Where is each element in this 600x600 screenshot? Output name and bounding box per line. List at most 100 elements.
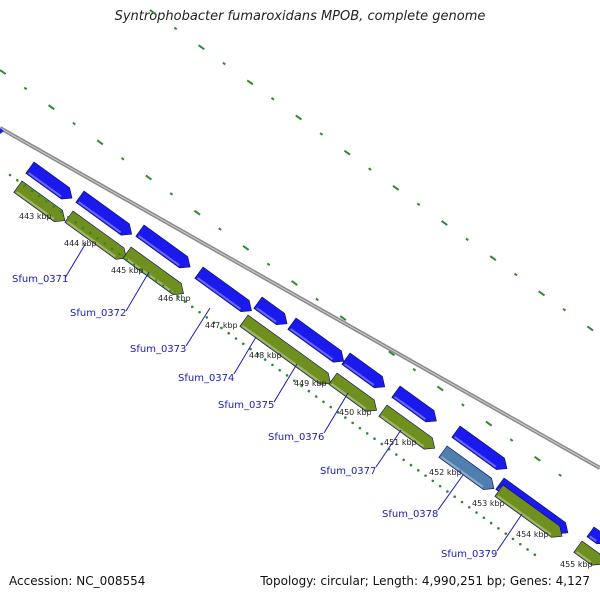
scale-dot bbox=[271, 363, 274, 367]
outer-ring-tick bbox=[48, 104, 55, 111]
gene-arrow-reverse bbox=[13, 180, 66, 222]
gene-label-leader bbox=[496, 513, 523, 552]
scale-dot bbox=[482, 516, 486, 520]
scale-dot bbox=[344, 416, 347, 419]
scale-dot bbox=[314, 395, 318, 398]
scale-dot bbox=[212, 321, 216, 324]
genome-backbone bbox=[0, 126, 600, 470]
scale-dot bbox=[59, 210, 63, 214]
gene-label: Sfum_0374 bbox=[178, 373, 234, 384]
gene-arrow-forward-shine bbox=[28, 172, 62, 198]
kbp-tick-label: 447 kbp bbox=[205, 321, 238, 330]
scale-dot bbox=[467, 505, 471, 509]
outer-ring-tick bbox=[72, 121, 76, 126]
outer-ring-tick bbox=[169, 192, 174, 196]
scale-dot bbox=[45, 200, 48, 203]
gene-arrow-reverse-shine bbox=[576, 551, 592, 564]
scale-dot bbox=[329, 405, 333, 409]
gene-arrow-forward-shine bbox=[138, 235, 180, 267]
scale-dot bbox=[475, 511, 478, 514]
outer-ring-tick bbox=[295, 114, 303, 121]
outer-ring-tick bbox=[392, 184, 400, 191]
scale-dot bbox=[351, 421, 354, 425]
gene-arrow-forward bbox=[135, 224, 191, 269]
outer-ring-tick bbox=[412, 368, 417, 372]
scale-dot bbox=[241, 342, 245, 346]
scale-dot bbox=[519, 542, 522, 546]
outer-ring-tick bbox=[558, 473, 562, 477]
scale-dot bbox=[278, 368, 282, 372]
kbp-tick-label: 443 kbp bbox=[19, 212, 52, 221]
gene-arrow-reverse-shine bbox=[497, 495, 552, 536]
kbp-tick-label: 445 kbp bbox=[111, 266, 144, 275]
outer-ring-tick bbox=[562, 308, 567, 312]
gene-arrow-reverse bbox=[573, 540, 600, 566]
scale-dot bbox=[511, 537, 515, 541]
scale-dot bbox=[30, 189, 34, 193]
outer-ring-tick bbox=[222, 61, 226, 66]
scale-dot bbox=[438, 484, 442, 488]
scale-dot bbox=[256, 353, 260, 356]
outer-ring-tick bbox=[242, 244, 250, 251]
outer-ring-tick bbox=[270, 97, 275, 101]
scale-dot bbox=[380, 442, 384, 446]
outer-ring-tick bbox=[218, 227, 222, 231]
gene-arrow-highlight-shine bbox=[441, 456, 484, 488]
gene-label-leader bbox=[375, 429, 402, 468]
scale-dot bbox=[227, 331, 230, 335]
scale-dot bbox=[52, 205, 56, 208]
gene-arrow-reverse bbox=[122, 246, 184, 295]
gene-label: Sfum_0378 bbox=[382, 509, 438, 520]
outer-ring-tick bbox=[149, 9, 157, 15]
scale-dot bbox=[409, 463, 413, 467]
gene-arrow-reverse-shine bbox=[16, 191, 55, 220]
outer-ring-tick bbox=[461, 403, 465, 407]
gene-arrow-forward-shine bbox=[78, 201, 122, 234]
outer-ring-tick bbox=[489, 255, 497, 262]
scale-dot bbox=[300, 384, 303, 388]
gene-arrow-reverse-shine bbox=[67, 221, 116, 258]
gene-arrow-reverse-shine bbox=[331, 383, 367, 410]
outer-ring-tick bbox=[465, 237, 469, 242]
outer-ring-tick bbox=[96, 139, 104, 146]
gene-arrow-reverse bbox=[239, 314, 331, 385]
gene-arrows bbox=[0, 128, 600, 566]
outer-ring-ticks bbox=[0, 9, 594, 477]
outer-ring-tick bbox=[586, 325, 594, 332]
scale-dot bbox=[533, 553, 537, 557]
gene-arrow-forward-shine bbox=[290, 328, 334, 361]
scale-dot bbox=[402, 458, 405, 462]
outer-ring-tick bbox=[291, 280, 298, 286]
scale-dot bbox=[118, 252, 121, 256]
gene-arrow-forward bbox=[586, 526, 600, 545]
kbp-tick-label: 453 kbp bbox=[472, 499, 505, 508]
gene-arrow-reverse-shine bbox=[242, 325, 321, 383]
scale-dot bbox=[183, 300, 187, 303]
outer-ring-tick bbox=[246, 79, 254, 86]
kbp-tick-label: 446 kbp bbox=[158, 294, 191, 303]
gene-arrow-forward-shine bbox=[256, 307, 277, 323]
gene-label: Sfum_0371 bbox=[12, 274, 68, 285]
outer-ring-tick bbox=[193, 209, 201, 216]
gene-label-leader bbox=[437, 474, 464, 511]
gene-arrow-highlight bbox=[438, 445, 495, 490]
gene-label-leader bbox=[323, 392, 349, 434]
scale-dot bbox=[190, 305, 194, 309]
scale-dot bbox=[88, 231, 92, 235]
scale-dot bbox=[220, 326, 223, 330]
gene-arrow-forward bbox=[341, 352, 386, 389]
scale-dot bbox=[205, 316, 209, 319]
outer-ring-tick bbox=[538, 290, 546, 297]
gene-label: Sfum_0376 bbox=[268, 432, 324, 443]
scale-dot bbox=[497, 527, 500, 530]
gene-arrow-forward bbox=[75, 190, 133, 236]
scale-dot bbox=[431, 479, 435, 483]
outer-ring-tick bbox=[436, 385, 444, 392]
outer-ring-tick bbox=[441, 220, 448, 226]
scale-dot bbox=[285, 374, 289, 377]
outer-ring-tick bbox=[145, 174, 153, 181]
scale-dot bbox=[234, 337, 238, 340]
kbp-tick-label: 455 kbp bbox=[560, 560, 593, 569]
